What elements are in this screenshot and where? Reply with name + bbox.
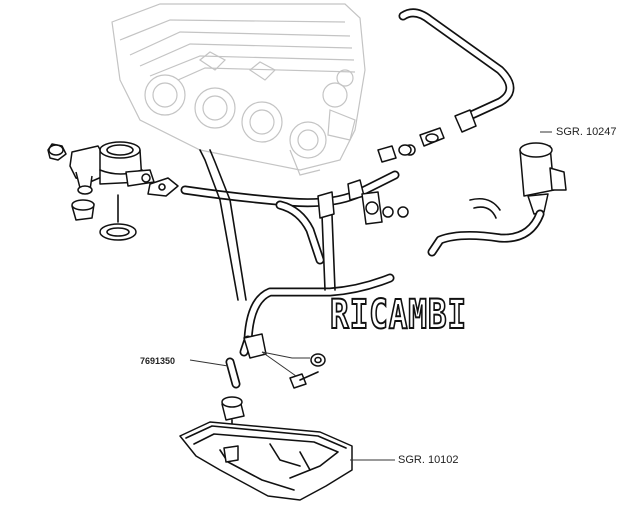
breather-hose-network — [180, 144, 416, 357]
engine-block-ghost — [111, 3, 366, 176]
upper-breather-hose — [398, 8, 515, 156]
fittings-lower — [221, 333, 326, 429]
catch-can-right — [427, 142, 567, 257]
callout-sgr-10102: SGR. 10102 — [398, 454, 459, 466]
callout-sgr-10247: SGR. 10247 — [556, 126, 617, 138]
watermark-text: RICAMBI — [329, 291, 467, 339]
oil-sump-pan — [179, 421, 353, 501]
oil-separator-left — [47, 141, 179, 241]
leader-7691350 — [189, 359, 229, 367]
callout-part-7691350: 7691350 — [140, 356, 176, 366]
